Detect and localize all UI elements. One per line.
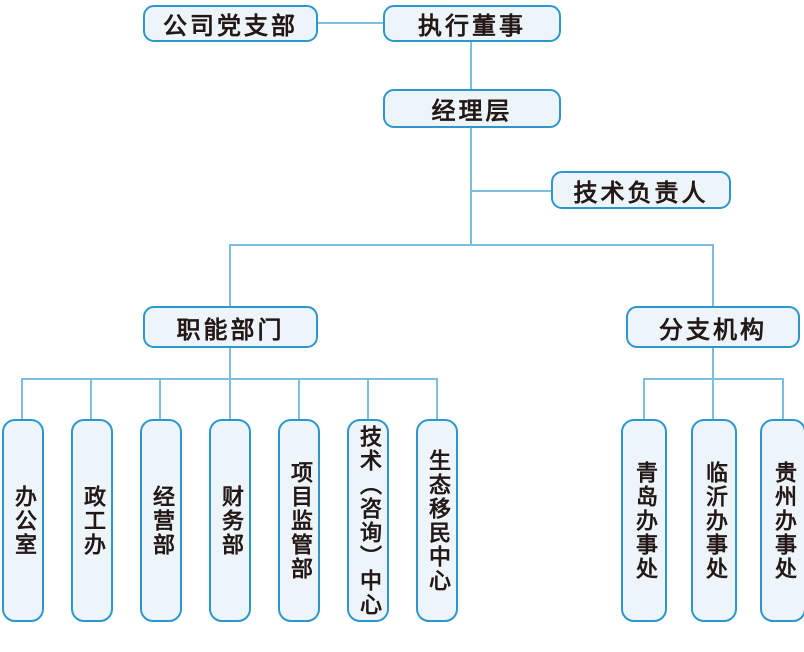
connector-line: [318, 22, 383, 24]
connector-line: [472, 190, 551, 192]
node-political-work-office: 政工办: [71, 419, 113, 622]
node-tech-lead: 技术负责人: [551, 171, 731, 209]
node-management: 经理层: [383, 89, 561, 128]
connector-line: [367, 378, 369, 419]
connector-line: [21, 378, 23, 419]
node-project-supervision-dept: 项目监管部: [278, 419, 320, 622]
connector-line: [782, 378, 784, 419]
connector-line: [470, 42, 472, 89]
node-tech-consulting-center: 技术（咨询）中心: [347, 419, 389, 622]
node-party-branch: 公司党支部: [143, 5, 318, 42]
node-operations-dept: 经营部: [140, 419, 182, 622]
node-exec-director: 执行董事: [383, 5, 561, 42]
connector-line: [159, 378, 161, 419]
connector-line: [229, 348, 231, 379]
node-finance-dept: 财务部: [209, 419, 251, 622]
connector-line: [229, 244, 231, 306]
node-functional-depts: 职能部门: [143, 306, 318, 348]
node-qingdao-office: 青岛办事处: [621, 419, 667, 622]
connector-line: [436, 378, 438, 419]
connector-line: [298, 378, 300, 419]
connector-line: [90, 378, 92, 419]
connector-line: [229, 244, 714, 246]
node-office: 办公室: [2, 419, 44, 622]
connector-line: [229, 378, 231, 419]
connector-line: [643, 378, 645, 419]
node-linyi-office: 临沂办事处: [691, 419, 737, 622]
connector-line: [470, 128, 472, 246]
connector-line: [712, 378, 714, 419]
connector-line: [712, 348, 714, 379]
node-branch-orgs: 分支机构: [626, 306, 800, 348]
node-guizhou-office: 贵州办事处: [760, 419, 804, 622]
connector-line: [712, 244, 714, 306]
node-eco-migration-center: 生态移民中心: [416, 419, 458, 622]
